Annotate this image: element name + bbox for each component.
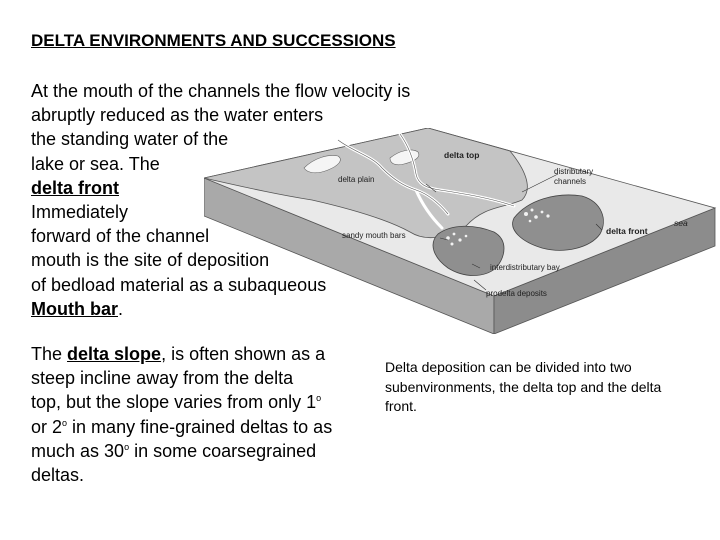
caption-line: Delta deposition can be divided into two [385, 359, 632, 375]
intro-line: Mouth bar. [31, 297, 471, 321]
mouth-bar-term: Mouth bar [31, 298, 118, 319]
delta-slope-term: delta slope [67, 344, 162, 364]
degree-mark: o [124, 441, 130, 452]
interdistributary-bay-label: interdistributary bay [490, 263, 560, 272]
caption-line: subenvironments, the delta top and the d… [385, 378, 662, 395]
intro-line: forward of the channel [31, 226, 210, 247]
delta-lobe-left [432, 225, 505, 276]
text-fragment: in some coarsegrained [129, 440, 317, 461]
delta-top-label: delta top [444, 150, 479, 160]
degree-mark: o [62, 417, 68, 428]
caption-line: front. [385, 398, 417, 414]
distributary-label: distributary [554, 167, 593, 176]
period: . [118, 298, 124, 319]
slope-line: much as 30o in some coarsegrained [31, 439, 381, 463]
slope-line: or 2o in many fine-grained deltas to as [31, 415, 381, 439]
text-fragment: much as 30 [31, 440, 125, 461]
delta-lobe-right [512, 194, 604, 251]
slope-line: The delta slope, is often shown as a [31, 342, 381, 366]
lake-left [303, 155, 341, 174]
channels-label: channels [554, 177, 586, 186]
prodelta-deposits-label: prodelta deposits [486, 289, 547, 298]
delta-block-diagram: delta top delta plain distributary chann… [204, 128, 717, 334]
diagram-caption: Delta deposition can be divided into two… [385, 358, 710, 417]
text-fragment: top, but the slope varies from only 1 [31, 392, 317, 413]
intro-line: lake or sea. The [31, 153, 160, 174]
intro-line: At the mouth of the channels the flow ve… [31, 81, 411, 101]
slope-line: deltas. [31, 465, 85, 486]
sandy-mouth-bars [446, 208, 550, 246]
delta-front-label: delta front [606, 226, 648, 236]
delta-slope-paragraph: The delta slope, is often shown as a ste… [31, 342, 381, 487]
intro-line: of bedload material as a subaqueous [31, 274, 327, 295]
page-title: DELTA ENVIRONMENTS AND SUCCESSIONS [31, 31, 396, 50]
text-fragment: The [31, 344, 68, 364]
sandy-mouth-bars-label: sandy mouth bars [342, 231, 406, 240]
intro-paragraph: At the mouth of the channels the flow ve… [31, 79, 471, 321]
text-fragment: , is often shown as a [161, 344, 326, 364]
intro-line: the standing water of the [31, 129, 229, 150]
channel-outlines [337, 133, 515, 215]
slope-line: steep incline away from the delta [31, 368, 294, 389]
degree-mark: o [316, 393, 322, 404]
intro-line: Immediately [31, 202, 129, 223]
text-fragment: or 2 [31, 416, 63, 437]
delta-plain-label: delta plain [338, 175, 374, 184]
text-fragment: in many fine-grained deltas to as [67, 416, 333, 437]
intro-line: abruptly reduced as the water enters [31, 105, 324, 126]
sea-label: sea [674, 218, 688, 228]
leader-lines [425, 173, 603, 291]
intro-line: mouth is the site of deposition [31, 250, 270, 271]
slope-line: top, but the slope varies from only 1o [31, 390, 381, 414]
delta-front-term: delta front [31, 177, 119, 198]
